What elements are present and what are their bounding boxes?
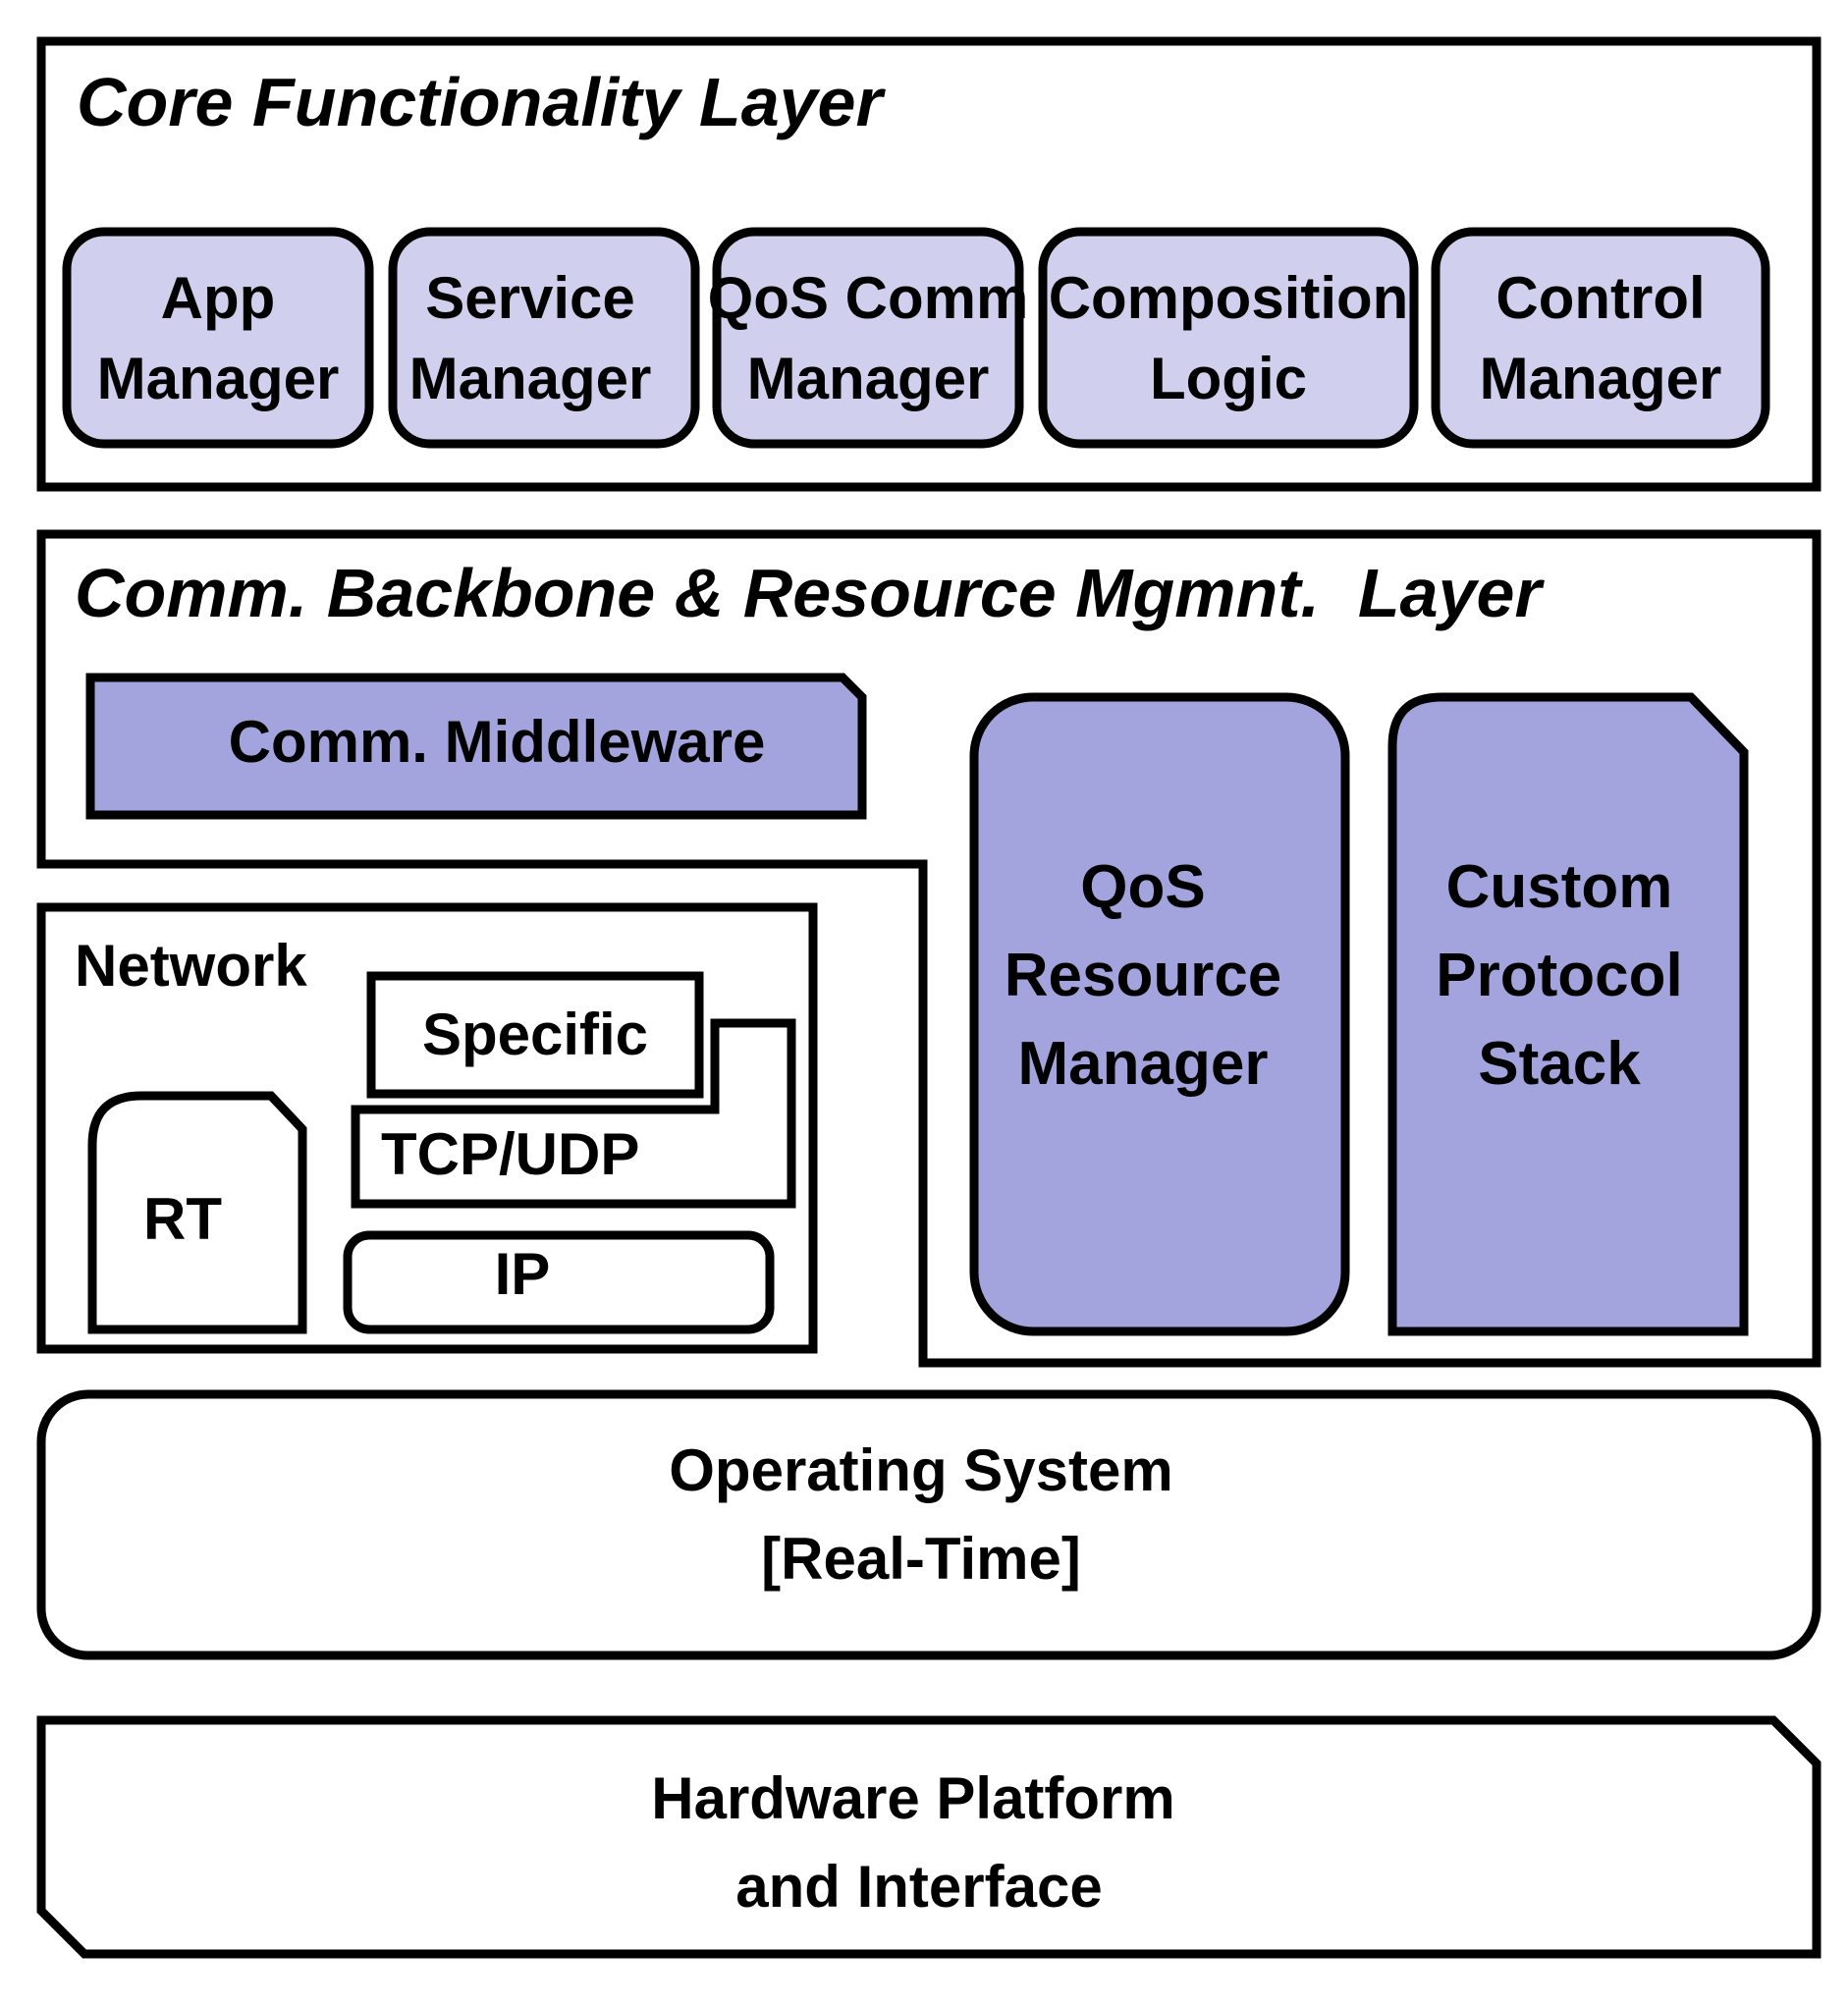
rt-label: RT xyxy=(143,1186,222,1252)
ip-label: IP xyxy=(495,1241,551,1307)
tcp-udp-label: TCP/UDP xyxy=(381,1121,639,1187)
specific-box xyxy=(366,971,704,1099)
module-box xyxy=(712,227,1024,449)
module-box xyxy=(1038,227,1419,449)
comm-layer-title: Comm. Backbone & Resource Mgmnt. Layer xyxy=(75,555,1545,631)
module-box xyxy=(62,227,374,449)
network-ip: IP xyxy=(343,1230,775,1334)
qos-resource-manager-line1: QoS xyxy=(1080,853,1205,921)
specific-label: Specific xyxy=(422,1002,648,1067)
module-label-line1: Composition xyxy=(1049,265,1409,331)
rt-box xyxy=(87,1091,307,1334)
module-label-line1: QoS Comm xyxy=(708,265,1029,331)
custom-protocol-stack-line2: Protocol xyxy=(1436,942,1682,1009)
qos-resource-manager: QoS Resource Manager xyxy=(969,692,1350,1336)
qos-resource-manager-box xyxy=(969,692,1350,1336)
module-label-line2: Logic xyxy=(1150,346,1307,411)
module-service-manager: Service Manager xyxy=(388,227,700,449)
network-block: Network Specific TCP/UDP IP RT xyxy=(36,902,818,1354)
hardware-label-line2: and Interface xyxy=(735,1854,1102,1920)
custom-protocol-stack-line1: Custom xyxy=(1446,853,1673,921)
comm-middleware-box xyxy=(85,673,867,820)
module-label-line1: Service xyxy=(425,265,635,331)
core-functionality-layer: Core Functionality Layer App Manager Ser… xyxy=(36,36,1821,492)
module-label-line2: Manager xyxy=(97,346,340,411)
module-control-manager: Control Manager xyxy=(1431,227,1770,449)
module-label-line2: Manager xyxy=(747,346,990,411)
module-label-line1: Control xyxy=(1495,265,1705,331)
module-app-manager: App Manager xyxy=(62,227,374,449)
ip-box xyxy=(343,1230,775,1334)
network-rt: RT xyxy=(87,1091,307,1334)
os-label-line1: Operating System xyxy=(669,1437,1173,1503)
comm-backbone-layer: Comm. Backbone & Resource Mgmnt. Layer C… xyxy=(36,529,1821,1368)
custom-protocol-stack-line3: Stack xyxy=(1478,1030,1641,1098)
hardware-box xyxy=(36,1715,1821,1959)
operating-system-layer: Operating System [Real-Time] xyxy=(36,1389,1821,1660)
network-stack-connector xyxy=(351,1018,796,1209)
qos-resource-manager-line2: Resource xyxy=(1005,942,1282,1009)
network-specific: Specific xyxy=(366,971,704,1099)
custom-protocol-stack: Custom Protocol Stack xyxy=(1387,692,1749,1336)
hardware-label-line1: Hardware Platform xyxy=(651,1765,1175,1831)
module-label-line2: Manager xyxy=(409,346,652,411)
module-qos-comm-manager: QoS Comm Manager xyxy=(708,227,1029,449)
qos-resource-manager-line3: Manager xyxy=(1018,1030,1269,1098)
hardware-platform-layer: Hardware Platform and Interface xyxy=(36,1715,1821,1959)
os-label-line2: [Real-Time] xyxy=(761,1526,1081,1592)
network-title: Network xyxy=(75,933,307,999)
module-composition-logic: Composition Logic xyxy=(1038,227,1419,449)
comm-middleware-label: Comm. Middleware xyxy=(229,709,766,775)
os-box xyxy=(36,1389,1821,1660)
custom-protocol-stack-box xyxy=(1387,692,1749,1336)
module-box xyxy=(1431,227,1770,449)
comm-middleware: Comm. Middleware xyxy=(85,673,867,820)
module-label-line2: Manager xyxy=(1480,346,1722,411)
core-layer-title: Core Functionality Layer xyxy=(77,64,886,140)
module-box xyxy=(388,227,700,449)
module-label-line1: App xyxy=(161,265,276,331)
